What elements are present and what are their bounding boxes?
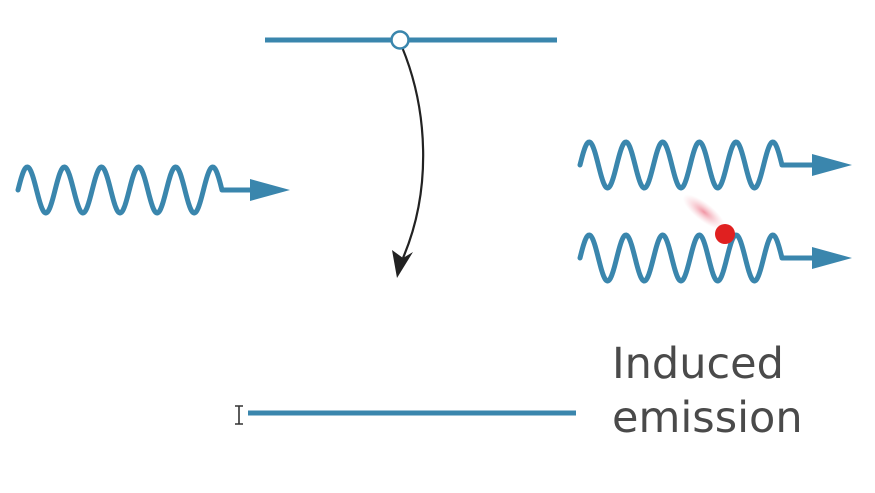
electron-icon [715, 224, 735, 244]
text-cursor-icon [235, 405, 243, 425]
vacancy-icon [390, 30, 410, 50]
caption-line-2: emission [612, 393, 803, 443]
transition-arrow [400, 46, 425, 259]
photon-wave [577, 139, 817, 191]
incoming-photon-icon [15, 164, 290, 216]
transition-arrowhead [392, 250, 413, 278]
outgoing-photon-bottom-icon [577, 232, 852, 284]
photon-arrowhead [812, 247, 852, 269]
outgoing-photon-top-icon [577, 139, 852, 191]
caption: Induced emission [612, 337, 812, 445]
electron-trail [682, 194, 726, 230]
photon-wave [577, 232, 817, 284]
photon-arrowhead [250, 179, 290, 201]
photon-arrowhead [812, 154, 852, 176]
photon-wave [15, 164, 255, 216]
caption-line-1: Induced [612, 339, 784, 389]
